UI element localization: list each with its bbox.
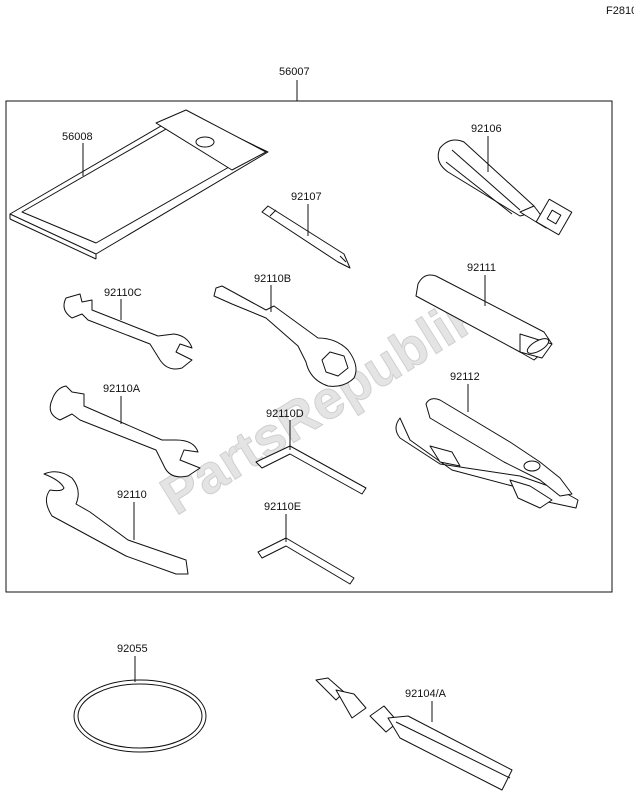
label-92107[interactable]: 92107: [291, 191, 322, 203]
label-92110d[interactable]: 92110D: [266, 408, 304, 420]
label-92110[interactable]: 92110: [117, 489, 147, 501]
pliers-92112: [395, 398, 579, 509]
tool-pouch: [9, 109, 269, 260]
label-92104a[interactable]: 92104/A: [405, 688, 447, 700]
label-56007[interactable]: 56007: [279, 66, 310, 78]
kit-frame: [5, 100, 613, 593]
hex-key-92110e: [257, 537, 355, 585]
ring-spanner-92110b: [213, 285, 357, 387]
wrench-92110a: [49, 385, 201, 478]
tube-92104a: [315, 677, 513, 791]
label-92112[interactable]: 92112: [450, 371, 480, 383]
hook-wrench-92110: [43, 471, 189, 575]
screwdriver-handle: [437, 139, 573, 236]
label-92110c[interactable]: 92110C: [104, 287, 142, 299]
screwdriver-bit: [261, 205, 351, 269]
label-92110a[interactable]: 92110A: [103, 383, 141, 395]
extension-92111: [415, 274, 553, 361]
band-92055: [73, 679, 207, 753]
label-92110e[interactable]: 92110E: [264, 501, 301, 513]
label-92055[interactable]: 92055: [117, 643, 148, 655]
label-56008[interactable]: 56008: [62, 131, 93, 143]
figure-code: F2810: [606, 5, 634, 17]
label-92106[interactable]: 92106: [471, 123, 502, 135]
label-92110b[interactable]: 92110B: [254, 273, 291, 285]
wrench-92110c: [63, 293, 193, 370]
label-92111[interactable]: 92111: [467, 262, 496, 274]
